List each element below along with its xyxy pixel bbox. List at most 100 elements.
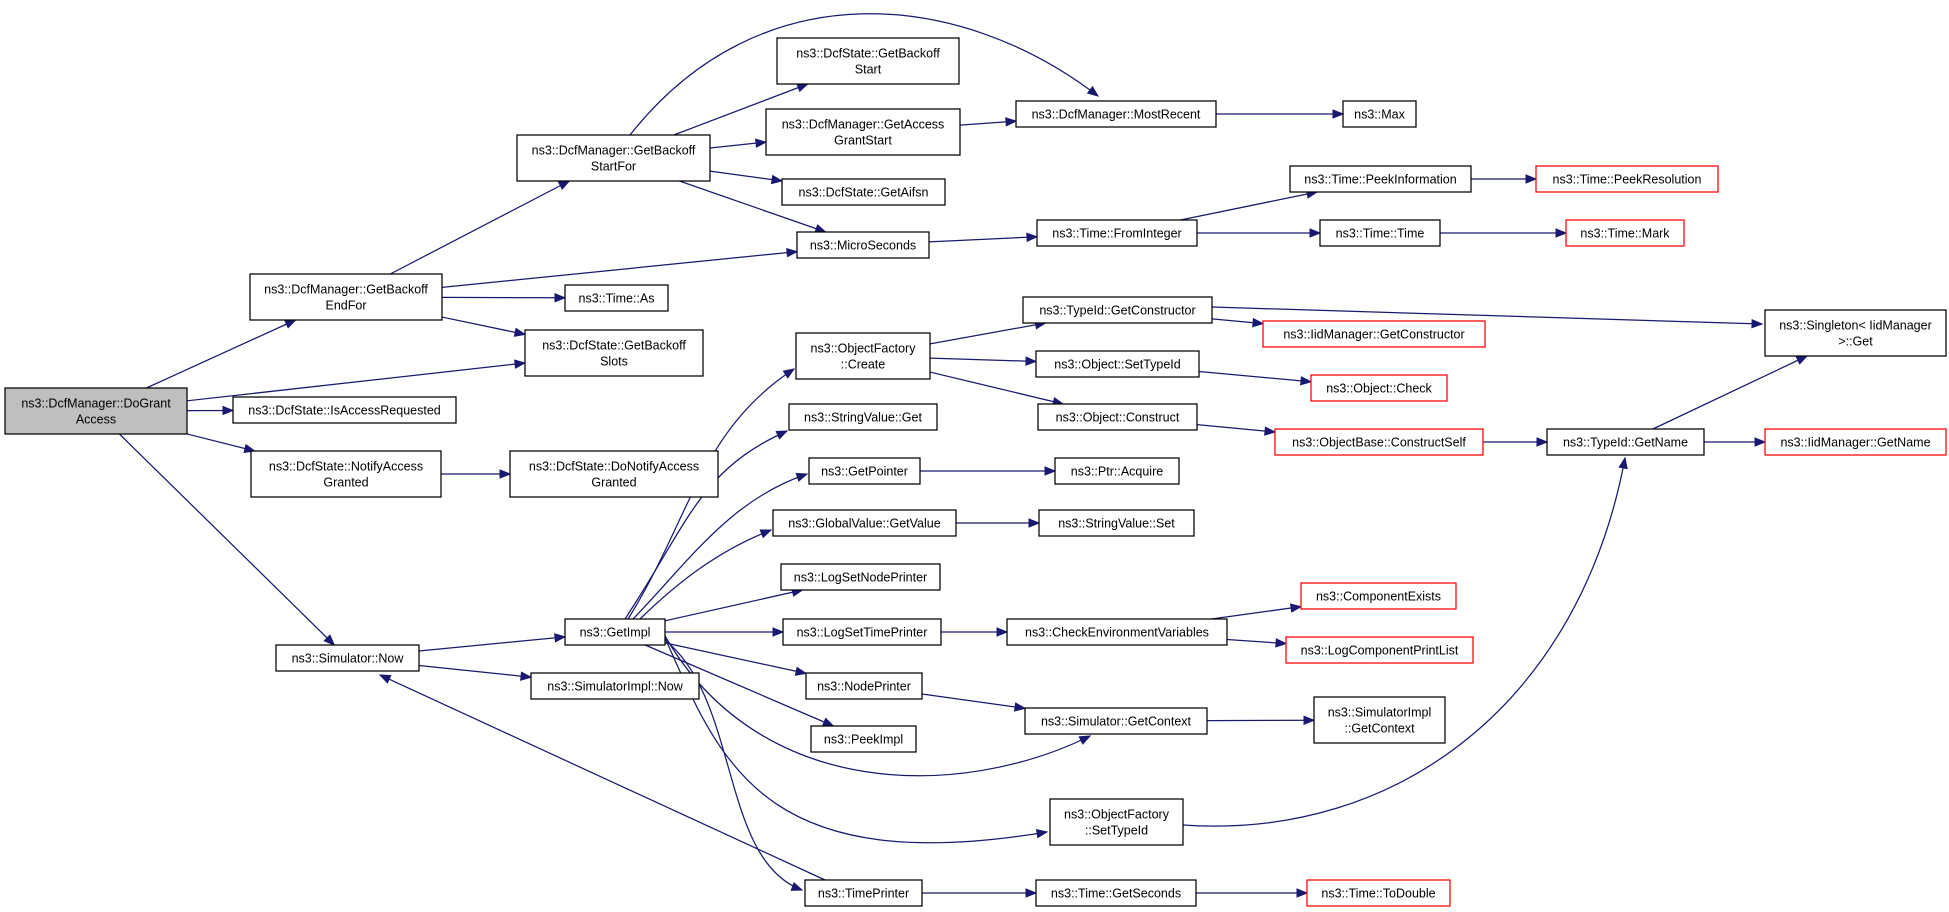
- edge-notifyaccessgranted-to-donotifyaccessgranted: [441, 469, 512, 479]
- node-timeas[interactable]: ns3::Time::As: [564, 284, 669, 312]
- edge-arrowhead: [554, 633, 567, 643]
- node-globalgetvalue[interactable]: ns3::GlobalValue::GetValue: [772, 509, 957, 537]
- edge-timegetseconds-to-todouble: [1196, 888, 1309, 898]
- edge-objconstruct-to-constructself: [1196, 423, 1277, 436]
- node-timetime[interactable]: ns3::Time::Time: [1319, 219, 1441, 247]
- node-oftypeid[interactable]: ns3::ObjectFactory::SetTypeId: [1049, 798, 1184, 846]
- edge-arrowhead: [759, 529, 773, 539]
- node-label: ns3::Simulator::GetContext: [1041, 715, 1192, 729]
- edge-line: [118, 433, 335, 646]
- node-getimpl[interactable]: ns3::GetImpl: [564, 618, 666, 646]
- node-label: StartFor: [591, 160, 636, 174]
- node-label: ns3::Time::ToDouble: [1321, 887, 1435, 901]
- edge-dogrant-to-getbackoffslots: [186, 359, 527, 402]
- node-simnow[interactable]: ns3::Simulator::Now: [275, 644, 420, 672]
- node-objconstruct[interactable]: ns3::Object::Construct: [1037, 403, 1198, 431]
- edge-getimpl-to-nodeprinter: [664, 642, 808, 676]
- node-logcompprintlist[interactable]: ns3::LogComponentPrintList: [1285, 636, 1474, 664]
- edge-oftypeid-to-typeidgetname: [1182, 456, 1628, 827]
- node-getpointer[interactable]: ns3::GetPointer: [808, 457, 921, 485]
- node-singletonget[interactable]: ns3::Singleton< IidManager>::Get: [1764, 309, 1947, 357]
- node-microseconds[interactable]: ns3::MicroSeconds: [796, 231, 930, 259]
- edge-arrowhead: [1309, 228, 1322, 238]
- node-peekinformation[interactable]: ns3::Time::PeekInformation: [1289, 165, 1472, 193]
- edge-ofcreate-to-objsettypeid: [929, 356, 1038, 366]
- edge-line: [1211, 606, 1302, 620]
- edge-arrowhead: [1028, 518, 1041, 528]
- node-simgetcontext[interactable]: ns3::Simulator::GetContext: [1024, 707, 1208, 735]
- edge-arrowhead: [499, 469, 512, 479]
- node-max[interactable]: ns3::Max: [1342, 100, 1417, 128]
- edge-getimpl-to-getpointer: [632, 472, 809, 620]
- node-box: [1024, 707, 1208, 735]
- edge-line: [629, 13, 1099, 136]
- edge-arrowhead: [1252, 317, 1265, 328]
- edge-typeidgetctor-to-iidgetctor: [1211, 317, 1265, 328]
- node-timegetseconds[interactable]: ns3::Time::GetSeconds: [1035, 879, 1197, 907]
- node-box: [805, 672, 923, 700]
- node-objcheck[interactable]: ns3::Object::Check: [1310, 374, 1448, 402]
- node-box: [788, 403, 938, 431]
- node-peekresolution[interactable]: ns3::Time::PeekResolution: [1535, 165, 1719, 193]
- edge-dogrant-to-notifyaccessgranted: [186, 433, 257, 454]
- edge-line: [379, 674, 826, 881]
- node-frominteger[interactable]: ns3::Time::FromInteger: [1036, 219, 1198, 247]
- edge-arrowhead: [222, 405, 235, 416]
- edge-arrowhead: [557, 180, 571, 191]
- node-label: ns3::Object::Construct: [1056, 411, 1180, 425]
- node-ofcreate[interactable]: ns3::ObjectFactory::Create: [795, 332, 931, 380]
- node-simimplnow[interactable]: ns3::SimulatorImpl::Now: [530, 672, 700, 700]
- node-constructself[interactable]: ns3::ObjectBase::ConstructSelf: [1274, 428, 1484, 456]
- node-todouble[interactable]: ns3::Time::ToDouble: [1306, 879, 1451, 907]
- node-simimplgetcontext[interactable]: ns3::SimulatorImpl::GetContext: [1313, 696, 1446, 744]
- node-typeidgetctor[interactable]: ns3::TypeId::GetConstructor: [1022, 296, 1213, 324]
- edge-frominteger-to-timetime: [1197, 228, 1322, 238]
- node-label: ns3::GlobalValue::GetValue: [788, 517, 940, 531]
- node-objsettypeid[interactable]: ns3::Object::SetTypeId: [1035, 350, 1200, 378]
- node-timeprinter[interactable]: ns3::TimePrinter: [804, 879, 923, 907]
- node-iidgetctor[interactable]: ns3::IidManager::GetConstructor: [1262, 320, 1486, 348]
- node-logsettimeprinter[interactable]: ns3::LogSetTimePrinter: [782, 618, 942, 646]
- edge-simnow-to-simimplnow: [418, 664, 533, 681]
- node-box: [782, 618, 942, 646]
- node-box: [249, 273, 443, 321]
- edge-arrowhead: [1751, 318, 1764, 329]
- node-label: ns3::Object::Check: [1326, 382, 1432, 396]
- node-box: [1274, 428, 1484, 456]
- edge-dogrant-to-getbackoffendfor: [146, 319, 297, 389]
- node-logsetnodeprinter[interactable]: ns3::LogSetNodePrinter: [780, 563, 941, 591]
- node-ptracquire[interactable]: ns3::Ptr::Acquire: [1054, 457, 1180, 485]
- node-getaifsn[interactable]: ns3::DcfState::GetAifsn: [781, 178, 946, 206]
- node-isaccessrequested[interactable]: ns3::DcfState::IsAccessRequested: [232, 396, 457, 424]
- node-stringvalueset[interactable]: ns3::StringValue::Set: [1038, 509, 1195, 537]
- node-label: ::SetTypeId: [1085, 824, 1148, 838]
- edge-line: [928, 236, 1038, 243]
- edge-getbackoffendfor-to-timeas: [441, 293, 567, 303]
- edge-getimpl-to-simgetcontext: [664, 635, 1092, 777]
- node-componentexists[interactable]: ns3::ComponentExists: [1300, 582, 1457, 610]
- node-label: ns3::DcfManager::GetBackoff: [264, 283, 428, 297]
- edge-arrowhead: [1555, 228, 1568, 238]
- edge-arrowhead: [782, 368, 796, 379]
- node-box: [1565, 219, 1685, 247]
- node-nodeprinter[interactable]: ns3::NodePrinter: [805, 672, 923, 700]
- edge-line: [1652, 355, 1808, 430]
- node-label: ns3::DcfManager::GetAccess: [782, 118, 945, 132]
- node-peekimpl[interactable]: ns3::PeekImpl: [810, 725, 917, 753]
- node-checkenv[interactable]: ns3::CheckEnvironmentVariables: [1006, 618, 1228, 646]
- node-iidgetname[interactable]: ns3::IidManager::GetName: [1764, 428, 1947, 456]
- node-stringvalueget[interactable]: ns3::StringValue::Get: [788, 403, 938, 431]
- edge-arrowhead: [772, 627, 785, 637]
- node-typeidgetname[interactable]: ns3::TypeId::GetName: [1546, 428, 1705, 456]
- edge-arrowhead: [1264, 426, 1277, 436]
- node-mostrecent[interactable]: ns3::DcfManager::MostRecent: [1015, 100, 1217, 128]
- node-timemark[interactable]: ns3::Time::Mark: [1565, 219, 1685, 247]
